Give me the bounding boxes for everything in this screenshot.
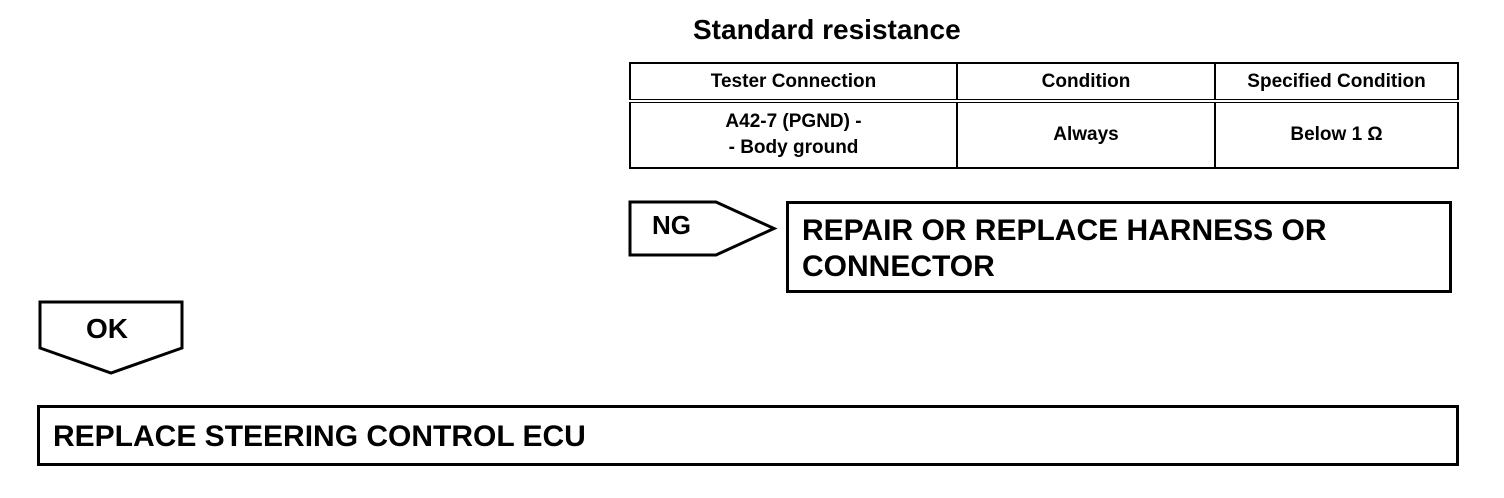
ok-arrow-icon [38, 300, 184, 375]
ng-action-line-2: CONNECTOR [802, 250, 995, 283]
resistance-table: Tester Connection Condition Specified Co… [629, 62, 1459, 169]
ng-arrow-icon [628, 200, 778, 257]
ng-label: NG [652, 210, 691, 240]
connection-line-2: - Body ground [728, 137, 859, 158]
header-condition: Condition [956, 62, 1216, 103]
cell-tester-connection: A42-7 (PGND) - - Body ground [629, 100, 958, 169]
table-row: A42-7 (PGND) - - Body ground Always Belo… [629, 100, 1459, 169]
cell-specified-condition: Below 1 Ω [1214, 100, 1459, 169]
connection-line-1: A42-7 (PGND) - [725, 111, 862, 132]
table-header-row: Tester Connection Condition Specified Co… [629, 62, 1459, 103]
page-title: Standard resistance [693, 14, 961, 45]
ng-action-box: REPAIR OR REPLACE HARNESS OR CONNECTOR [786, 201, 1452, 293]
ok-action-box: REPLACE STEERING CONTROL ECU [37, 405, 1459, 466]
cell-condition: Always [956, 100, 1216, 169]
ng-action-line-1: REPAIR OR REPLACE HARNESS OR [802, 214, 1327, 247]
ok-label: OK [86, 313, 128, 344]
header-specified-condition: Specified Condition [1214, 62, 1459, 103]
header-tester-connection: Tester Connection [629, 62, 958, 103]
